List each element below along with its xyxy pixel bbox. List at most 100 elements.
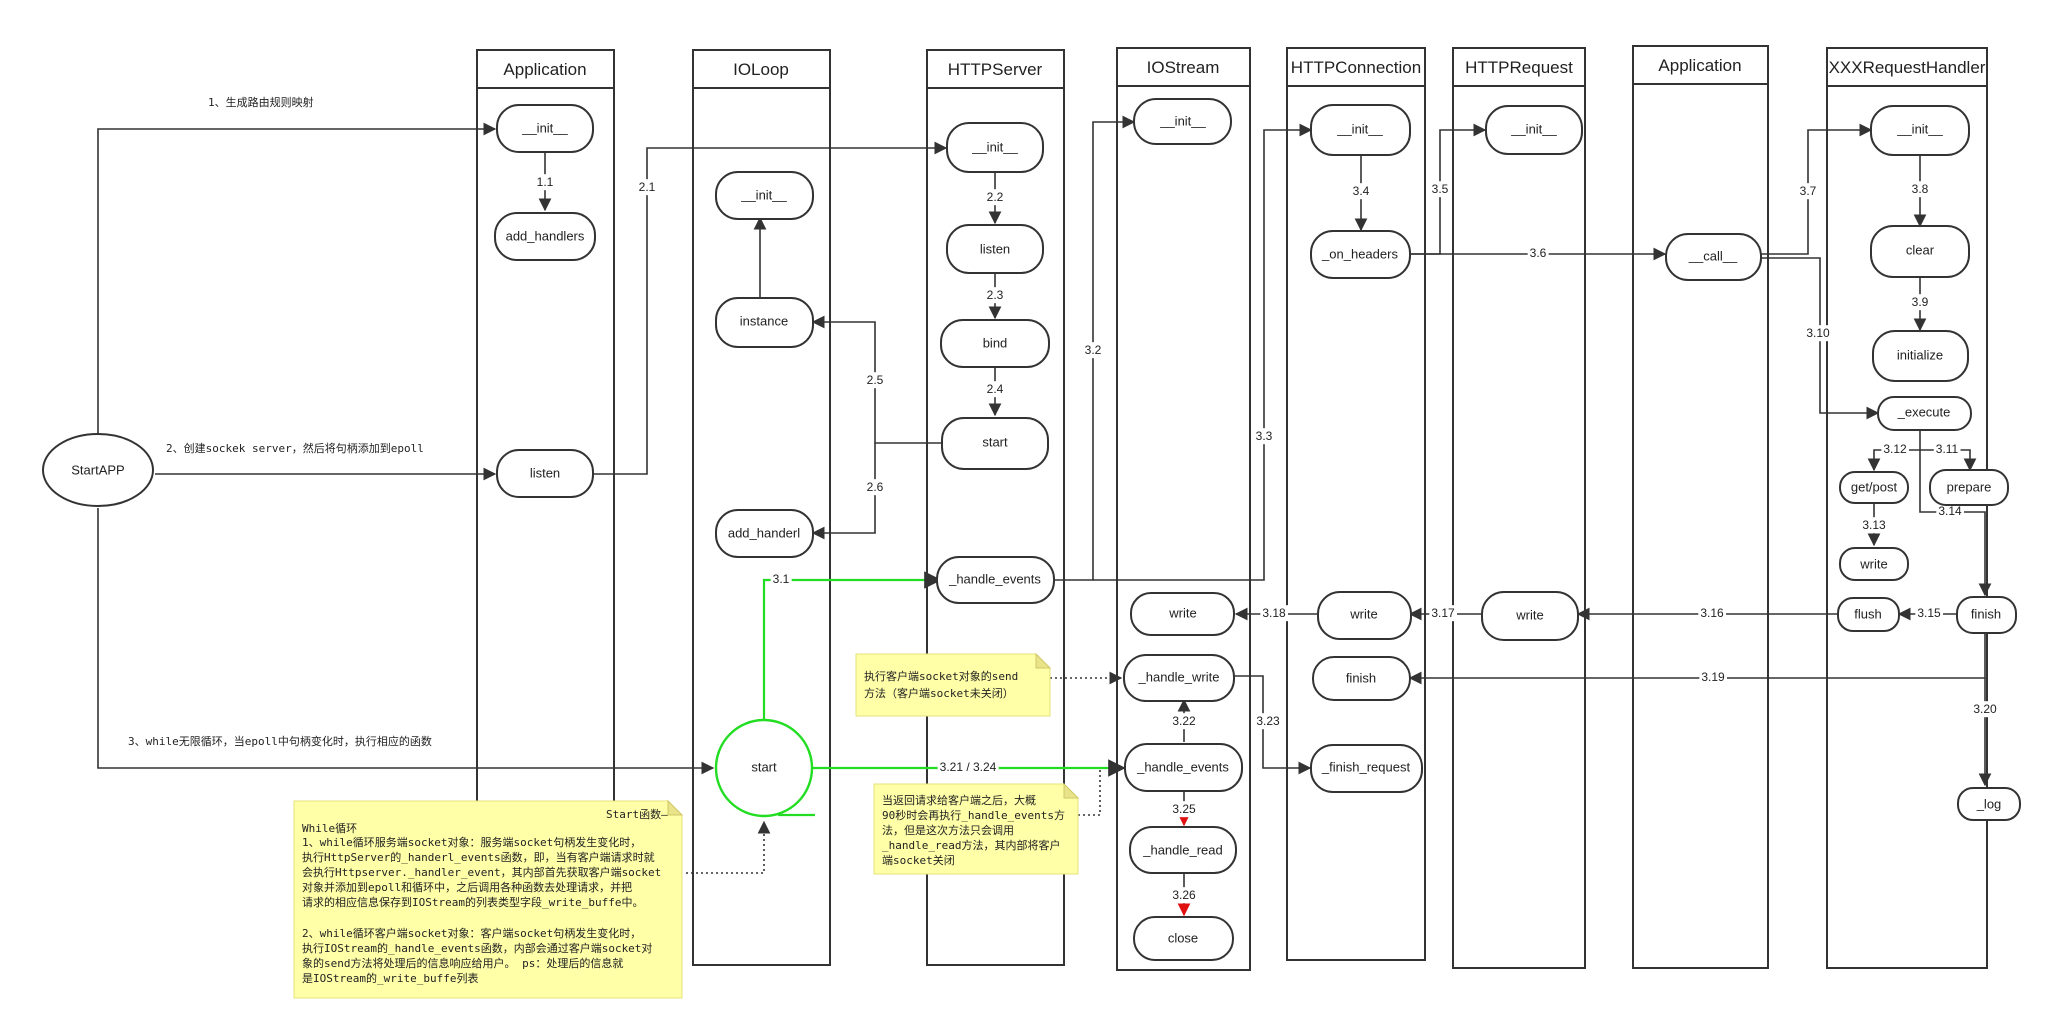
edge-label-background <box>1350 183 1372 200</box>
node-startapp[interactable]: StartAPP <box>42 433 154 507</box>
node-loop-instance[interactable]: instance <box>715 297 814 348</box>
node-label: __init__ <box>521 120 568 135</box>
node-label: _log <box>1976 796 2002 811</box>
node-srv-handle-events[interactable]: _handle_events <box>936 556 1055 604</box>
node-app2-call[interactable]: __call__ <box>1665 233 1762 281</box>
note-line: _handle_read方法，其内部将客户 <box>882 838 1060 852</box>
node-app-init[interactable]: __init__ <box>496 104 594 153</box>
node-label: write <box>1349 606 1377 621</box>
node-label: _handle_events <box>1136 759 1229 774</box>
edge-label-background <box>770 571 792 588</box>
node-label: add_handerl <box>728 525 800 540</box>
edge-label-background <box>1170 801 1199 818</box>
node-ios-close[interactable]: close <box>1133 916 1234 961</box>
node-h-prepare[interactable]: prepare <box>1929 469 2009 506</box>
node-label: start <box>751 759 777 774</box>
node-app-listen[interactable]: listen <box>496 449 594 498</box>
node-ios-write[interactable]: write <box>1130 592 1235 636</box>
node-req-init[interactable]: __init__ <box>1485 105 1583 155</box>
edge-label: 3.2 <box>1085 343 1102 357</box>
node-h-initialize[interactable]: initialize <box>1872 330 1969 382</box>
note-line: 执行客户端socket对象的send <box>864 669 1018 683</box>
node-conn-finish-request[interactable]: _finish_request <box>1310 744 1423 793</box>
note-line: 2、while循环客户端socket对象：客户端socket句柄发生变化时， <box>302 926 641 940</box>
node-label: _handle_events <box>948 571 1041 586</box>
edge-label-background <box>1881 441 1910 458</box>
node-h-log[interactable]: _log <box>1957 787 2021 821</box>
node-add-handlers[interactable]: add_handlers <box>494 212 596 261</box>
node-label: _execute <box>1897 404 1951 419</box>
node-srv-start[interactable]: start <box>941 417 1049 470</box>
node-srv-listen[interactable]: listen <box>946 224 1044 274</box>
node-label: _handle_read <box>1142 842 1223 857</box>
lane-httpconnection: HTTPConnection <box>1286 47 1426 961</box>
edge-2-1 <box>591 141 948 475</box>
node-label: __init__ <box>971 139 1018 154</box>
note-line: 端socket关闭 <box>882 853 955 867</box>
node-ios-handle-write[interactable]: _handle_write <box>1123 654 1235 702</box>
node-h-write[interactable]: write <box>1839 547 1909 581</box>
node-h-init[interactable]: __init__ <box>1870 105 1970 156</box>
edge-label: 3.17 <box>1431 606 1455 620</box>
node-h-flush[interactable]: flush <box>1837 597 1900 632</box>
edge-3-3 <box>1093 123 1313 581</box>
step-3-note: 3、while无限循环，当epoll中句柄变化时，执行相应的函数 <box>128 734 432 748</box>
node-conn-init[interactable]: __init__ <box>1310 104 1411 156</box>
node-h-finish[interactable]: finish <box>1956 596 2017 634</box>
node-ios-handle-read[interactable]: _handle_read <box>1129 826 1237 874</box>
edge-step3 <box>97 508 715 775</box>
note-line: 90秒时会再执行_handle_events方 <box>882 808 1065 822</box>
edge-label: 3.20 <box>1973 702 1997 716</box>
edge-label-background <box>636 179 658 196</box>
node-loop-init[interactable]: __init__ <box>715 171 814 220</box>
node-conn-on-headers[interactable]: _on_headers <box>1310 230 1411 279</box>
edge-label-background <box>1909 294 1931 311</box>
node-label: instance <box>740 313 788 328</box>
edge-label: 3.5 <box>1432 182 1449 196</box>
node-ios-handle-events[interactable]: _handle_events <box>1124 743 1243 792</box>
node-h-execute[interactable]: _execute <box>1877 396 1972 431</box>
edge-label: 3.21 / 3.24 <box>940 760 997 774</box>
lane-title: IOStream <box>1147 58 1220 77</box>
node-ios-init[interactable]: __init__ <box>1133 98 1232 145</box>
note-line: 方法（客户端socket未关闭） <box>864 686 1014 700</box>
node-label: write <box>1168 605 1196 620</box>
note-line: 法，但是这次方法只会调用 <box>882 823 1014 837</box>
note-start-function: Start函数— While循环 1、while循环服务端socket对象：服务… <box>293 799 684 999</box>
edge-label: 2.2 <box>987 190 1004 204</box>
edge-label: 3.3 <box>1256 429 1273 443</box>
node-loop-start[interactable]: start <box>714 718 814 818</box>
node-label: __init__ <box>1336 121 1383 136</box>
node-srv-init[interactable]: __init__ <box>946 122 1044 173</box>
edge-label: 3.4 <box>1353 184 1370 198</box>
node-conn-finish[interactable]: finish <box>1312 656 1411 701</box>
node-h-clear[interactable]: clear <box>1870 225 1970 278</box>
node-label: start <box>982 434 1008 449</box>
edge-label: 3.23 <box>1256 714 1280 728</box>
edge-label: 2.6 <box>867 480 884 494</box>
edge-label-background <box>937 759 999 776</box>
node-loop-add-handler[interactable]: add_handerl <box>715 509 814 558</box>
edge-label-background <box>1254 713 1283 730</box>
node-srv-bind[interactable]: bind <box>940 319 1050 368</box>
node-label: clear <box>1906 242 1935 257</box>
edge-label-background <box>534 174 556 191</box>
note-line: 当返回请求给客户端之后，大概 <box>882 793 1036 807</box>
edge-label: 2.1 <box>639 180 656 194</box>
node-conn-write[interactable]: write <box>1317 591 1412 640</box>
node-req-write[interactable]: write <box>1481 591 1579 641</box>
edge-note-timeout <box>1078 768 1101 816</box>
lane-title: XXXRequestHandler <box>1829 58 1986 77</box>
edge-label-background <box>984 287 1006 304</box>
edge-label-background <box>1527 245 1549 262</box>
edge-2-6 <box>811 443 876 540</box>
edge-label: 2.4 <box>987 382 1004 396</box>
note-timeout: 当返回请求给客户端之后，大概 90秒时会再执行_handle_events方 法… <box>873 782 1080 875</box>
node-h-getpost[interactable]: get/post <box>1839 471 1909 504</box>
edge-label-background <box>1429 605 1458 622</box>
note-title: Start函数— <box>606 808 668 821</box>
node-label: _on_headers <box>1321 246 1398 261</box>
edge-label-background <box>1429 181 1451 198</box>
edge-label-background <box>1933 441 1961 458</box>
